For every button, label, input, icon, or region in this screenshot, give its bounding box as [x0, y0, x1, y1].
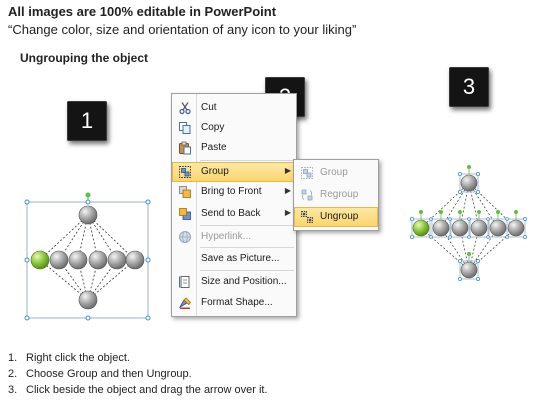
- dotted-connectors: [420, 182, 517, 271]
- instruction-number: 3.: [8, 384, 18, 396]
- page-title: All images are 100% editable in PowerPoi…: [8, 4, 277, 19]
- group-icon: [178, 165, 192, 179]
- menu-separator: [200, 160, 294, 161]
- instruction-text: Choose Group and then Ungroup.: [26, 368, 192, 380]
- menu-separator: [200, 270, 294, 271]
- submenu-item-ungroup[interactable]: Ungroup: [294, 207, 378, 227]
- regroup-icon: [300, 188, 314, 202]
- menu-item-save-as-picture[interactable]: Save as Picture...: [172, 249, 296, 269]
- submenu-item-label: Group: [320, 167, 348, 178]
- ungrouped-ball-green: [411, 210, 431, 238]
- menu-item-bring-to-front[interactable]: Bring to Front ▶: [172, 182, 296, 202]
- ungrouped-ball-bottom: [457, 252, 480, 281]
- menu-item-format-shape[interactable]: Format Shape...: [172, 293, 296, 313]
- ungrouped-handles: [409, 216, 528, 239]
- ball-row: [125, 250, 145, 270]
- instruction-number: 1.: [8, 352, 18, 364]
- menu-item-copy[interactable]: Copy: [172, 118, 296, 138]
- ungrouped-ball-row: [469, 210, 489, 238]
- ball-row: [88, 250, 108, 270]
- ungrouped-ball-row: [431, 210, 451, 238]
- ball-green: [30, 250, 50, 270]
- instruction-step-3: 3. Click beside the object and drag the a…: [8, 384, 268, 396]
- menu-item-label: Size and Position...: [201, 276, 287, 287]
- menu-item-label: Bring to Front: [201, 186, 262, 197]
- submenu-arrow-icon: ▶: [284, 186, 291, 195]
- submenu-item-regroup: Regroup: [294, 185, 378, 205]
- ungroup-icon: [300, 210, 314, 224]
- page-subtitle: “Change color, size and orientation of a…: [8, 22, 357, 37]
- menu-item-size-and-position[interactable]: Size and Position...: [172, 272, 296, 292]
- copy-icon: [178, 121, 192, 135]
- menu-item-label: Cut: [201, 102, 217, 113]
- menu-item-hyperlink: Hyperlink...: [172, 227, 296, 247]
- ungrouped-ball-row: [488, 210, 508, 238]
- group-submenu: Group Regroup Ungroup: [293, 159, 379, 231]
- menu-item-label: Save as Picture...: [201, 253, 280, 264]
- rotation-handle: [85, 192, 91, 198]
- menu-item-label: Group: [201, 166, 229, 177]
- instruction-text: Right click the object.: [26, 352, 130, 364]
- menu-item-label: Paste: [201, 142, 227, 153]
- ungrouped-ball-row: [506, 210, 526, 238]
- menu-item-cut[interactable]: Cut: [172, 98, 296, 118]
- menu-item-group[interactable]: Group ▶: [172, 162, 296, 182]
- submenu-item-label: Regroup: [320, 189, 359, 200]
- context-menu: Cut Copy Paste Group ▶ Bring to Front ▶ …: [171, 93, 297, 317]
- bring-to-front-icon: [178, 185, 192, 199]
- selection-handles: [24, 199, 151, 321]
- ungrouped-ball-row: [450, 210, 470, 238]
- menu-item-paste[interactable]: Paste: [172, 138, 296, 158]
- submenu-arrow-icon: ▶: [284, 208, 291, 217]
- instruction-number: 2.: [8, 368, 18, 380]
- ball-bottom: [78, 290, 98, 310]
- menu-item-send-to-back[interactable]: Send to Back ▶: [172, 204, 296, 224]
- paste-icon: [178, 141, 192, 155]
- send-to-back-icon: [178, 207, 192, 221]
- size-position-icon: [178, 275, 192, 289]
- format-shape-icon: [178, 296, 192, 310]
- submenu-arrow-icon: ▶: [284, 166, 291, 175]
- ball-row: [49, 250, 69, 270]
- step-badge-1: 1: [67, 101, 107, 141]
- ball-row: [68, 250, 88, 270]
- section-heading: Ungrouping the object: [20, 51, 148, 65]
- hyperlink-icon: [178, 230, 192, 244]
- step-badge-3: 3: [449, 67, 489, 107]
- menu-item-label: Copy: [201, 122, 225, 133]
- menu-item-label: Send to Back: [201, 208, 261, 219]
- menu-separator: [200, 225, 294, 226]
- menu-separator: [200, 247, 294, 248]
- group-icon: [300, 166, 314, 180]
- submenu-item-label: Ungroup: [320, 211, 359, 222]
- instruction-step-1: 1. Right click the object.: [8, 352, 130, 364]
- scissors-icon: [178, 101, 192, 115]
- submenu-item-group: Group: [294, 163, 378, 183]
- ungrouped-ball-top: [457, 165, 480, 194]
- menu-item-label: Format Shape...: [201, 297, 273, 308]
- instruction-step-2: 2. Choose Group and then Ungroup.: [8, 368, 192, 380]
- menu-item-label: Hyperlink...: [201, 231, 252, 242]
- ball-top: [78, 205, 98, 225]
- instruction-text: Click beside the object and drag the arr…: [26, 384, 268, 396]
